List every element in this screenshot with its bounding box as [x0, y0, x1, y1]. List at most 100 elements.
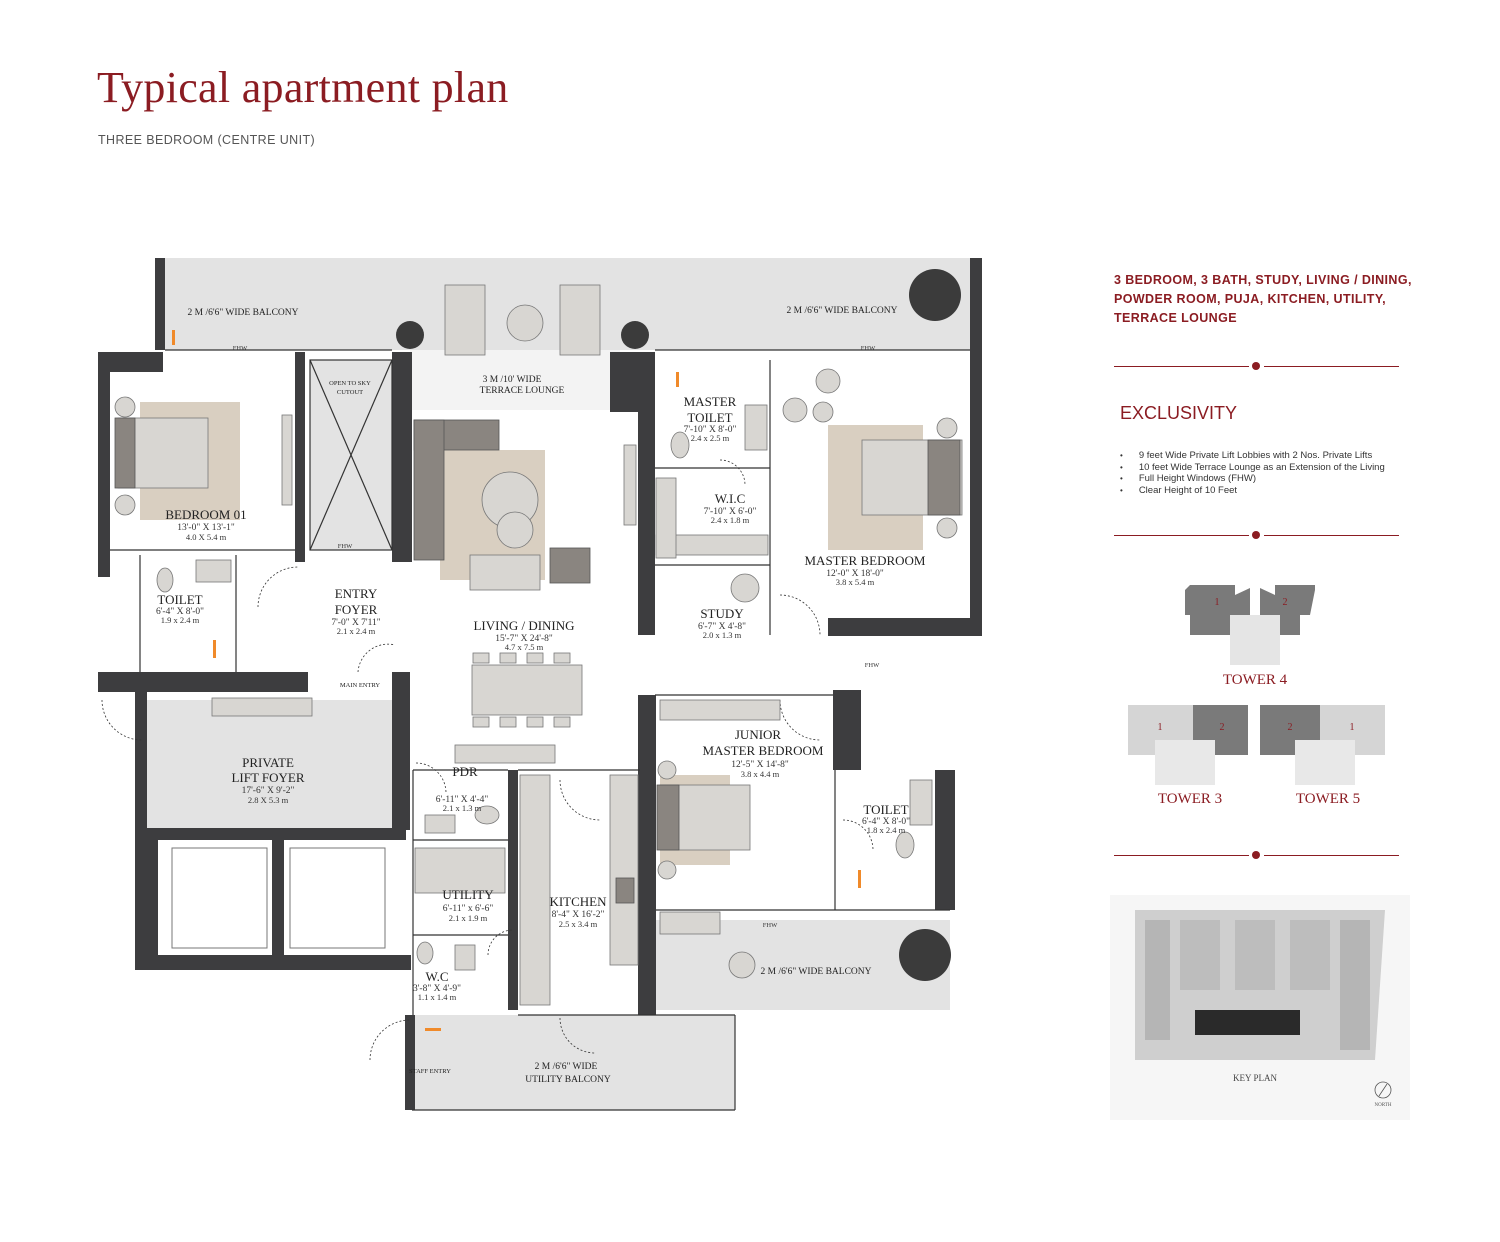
divider-dot: [1252, 531, 1260, 539]
entry-dim: 7'-0" X 7'11": [331, 618, 380, 628]
main-entry-label: MAIN ENTRY: [340, 682, 381, 689]
divider: [1114, 855, 1249, 856]
junior-dim: 12'-5" X 14'-8": [731, 760, 789, 770]
junior-name-2: MASTER BEDROOM: [703, 743, 824, 758]
living-metric: 4.7 x 7.5 m: [505, 642, 544, 652]
lift-foyer-metric: 2.8 X 5.3 m: [248, 795, 289, 805]
fhw-label-4: FHW: [865, 662, 880, 669]
pdr-dim: 6'-11" X 4'-4": [436, 795, 489, 805]
wc-metric: 1.1 x 1.4 m: [418, 992, 457, 1002]
study-dim: 6'-7" X 4'-8": [698, 622, 746, 632]
tower4-num-1: 1: [1215, 597, 1220, 608]
fhw-label-1: FHW: [233, 345, 248, 352]
toilet1-metric: 1.9 x 2.4 m: [161, 615, 200, 625]
entry-metric: 2.1 x 2.4 m: [337, 626, 376, 636]
divider: [1264, 366, 1399, 367]
divider: [1114, 366, 1249, 367]
tower3-num-1: 1: [1158, 722, 1163, 733]
toilet2-name: TOILET: [863, 802, 908, 817]
terrace-label-2: TERRACE LOUNGE: [480, 386, 565, 396]
balcony-label-3: 2 M /6'6" WIDE BALCONY: [761, 967, 872, 977]
pdr-name: PDR: [452, 764, 478, 779]
tower-diagrams: 1 2 TOWER 4 1 2 TOWER 3 2 1 TOWER 5: [1128, 585, 1385, 807]
divider: [1114, 535, 1249, 536]
balcony-label-1: 2 M /6'6" WIDE BALCONY: [188, 308, 299, 318]
highlighted-towers: [1195, 1010, 1300, 1035]
master-bedroom-dim: 12'-0" X 18'-0": [826, 569, 884, 579]
partition-lines: [110, 349, 970, 1111]
utility-dim: 6'-11" x 6'-6": [443, 904, 494, 914]
lift-foyer-name-1: PRIVATE: [242, 755, 294, 770]
master-bedroom-name: MASTER BEDROOM: [805, 553, 926, 568]
master-toilet-dim: 7'-10" X 8'-0": [684, 425, 737, 435]
tower-4-label: TOWER 4: [1223, 672, 1288, 688]
entry-name-1: ENTRY: [335, 586, 378, 601]
wc-name: W.C: [426, 969, 449, 984]
study-name: STUDY: [700, 606, 744, 621]
tower-4-shape: [1185, 585, 1315, 665]
entry-name-2: FOYER: [335, 602, 378, 617]
wc-dim: 3'-8" X 4'-9": [413, 984, 461, 994]
tower4-num-2: 2: [1283, 597, 1288, 608]
living-dim: 15'-7" X 24'-8": [495, 634, 553, 644]
toilet2-metric: 1.8 x 2.4 m: [867, 825, 906, 835]
toilet1-name: TOILET: [157, 592, 202, 607]
exclusivity-heading: EXCLUSIVITY: [1120, 403, 1238, 423]
master-toilet-name-2: TOILET: [687, 410, 732, 425]
pdr-metric: 2.1 x 1.3 m: [443, 803, 482, 813]
divider-dot: [1252, 362, 1260, 370]
master-bedroom-metric: 3.8 x 5.4 m: [836, 577, 875, 587]
north-label: NORTH: [1375, 1103, 1392, 1108]
utility-balcony-label-2: UTILITY BALCONY: [525, 1075, 611, 1085]
study-metric: 2.0 x 1.3 m: [703, 630, 742, 640]
page-subtitle: THREE BEDROOM (CENTRE UNIT): [98, 133, 316, 147]
tower-3-label: TOWER 3: [1158, 791, 1222, 807]
divider: [1264, 855, 1399, 856]
tower5-num-1: 1: [1350, 722, 1355, 733]
terrace-label-1: 3 M /10' WIDE: [483, 375, 542, 385]
divider-dot: [1252, 851, 1260, 859]
toilet2-dim: 6'-4" X 8'-0": [862, 817, 910, 827]
bedroom01-dim: 13'-0" X 13'-1": [177, 523, 235, 533]
fhw-label-2: FHW: [338, 543, 353, 550]
tower-3-shape: [1128, 705, 1248, 785]
summary-line: TERRACE LOUNGE: [1114, 311, 1237, 325]
fhw-label-3: FHW: [861, 345, 876, 352]
bedroom01-name: BEDROOM 01: [165, 507, 246, 522]
balcony-label-2: 2 M /6'6" WIDE BALCONY: [787, 306, 898, 316]
tower3-num-2: 2: [1220, 722, 1225, 733]
wic-metric: 2.4 x 1.8 m: [711, 515, 750, 525]
exclusivity-item: 9 feet Wide Private Lift Lobbies with 2 …: [1120, 450, 1385, 462]
wic-dim: 7'-10" X 6'-0": [704, 507, 757, 517]
tower-5-label: TOWER 5: [1296, 791, 1360, 807]
bedroom01-metric: 4.0 X 5.4 m: [186, 532, 227, 542]
staff-entry-label: STAFF ENTRY: [409, 1068, 451, 1075]
kitchen-name: KITCHEN: [549, 894, 607, 909]
feature-summary: 3 BEDROOM, 3 BATH, STUDY, LIVING / DININ…: [1114, 271, 1444, 328]
key-plan-label: KEY PLAN: [1233, 1073, 1277, 1083]
door-accents: [172, 330, 861, 1031]
open-sky-label: OPEN TO SKY: [329, 380, 371, 387]
key-plan: KEY PLAN NORTH: [1110, 895, 1410, 1120]
summary-line: POWDER ROOM, PUJA, KITCHEN, UTILITY,: [1114, 292, 1387, 306]
utility-metric: 2.1 x 1.9 m: [449, 913, 488, 923]
master-toilet-name-1: MASTER: [684, 394, 737, 409]
utility-name: UTILITY: [442, 887, 494, 902]
page-title: Typical apartment plan: [97, 63, 509, 112]
walls: [98, 258, 982, 1110]
fhw-label-5: FHW: [763, 922, 778, 929]
wic-name: W.I.C: [715, 491, 746, 506]
tower5-num-2: 2: [1288, 722, 1293, 733]
junior-name-1: JUNIOR: [735, 727, 782, 742]
furniture: [114, 269, 963, 1006]
junior-metric: 3.8 x 4.4 m: [741, 769, 780, 779]
kitchen-dim: 8'-4" X 16'-2": [552, 910, 605, 920]
summary-line: 3 BEDROOM, 3 BATH, STUDY, LIVING / DININ…: [1114, 273, 1412, 287]
master-toilet-metric: 2.4 x 2.5 m: [691, 433, 730, 443]
exclusivity-item: 10 feet Wide Terrace Lounge as an Extens…: [1120, 462, 1385, 474]
utility-balcony-label-1: 2 M /6'6" WIDE: [535, 1062, 598, 1072]
divider: [1264, 535, 1399, 536]
exclusivity-item: Clear Height of 10 Feet: [1120, 485, 1385, 497]
exclusivity-item: Full Height Windows (FHW): [1120, 473, 1385, 485]
